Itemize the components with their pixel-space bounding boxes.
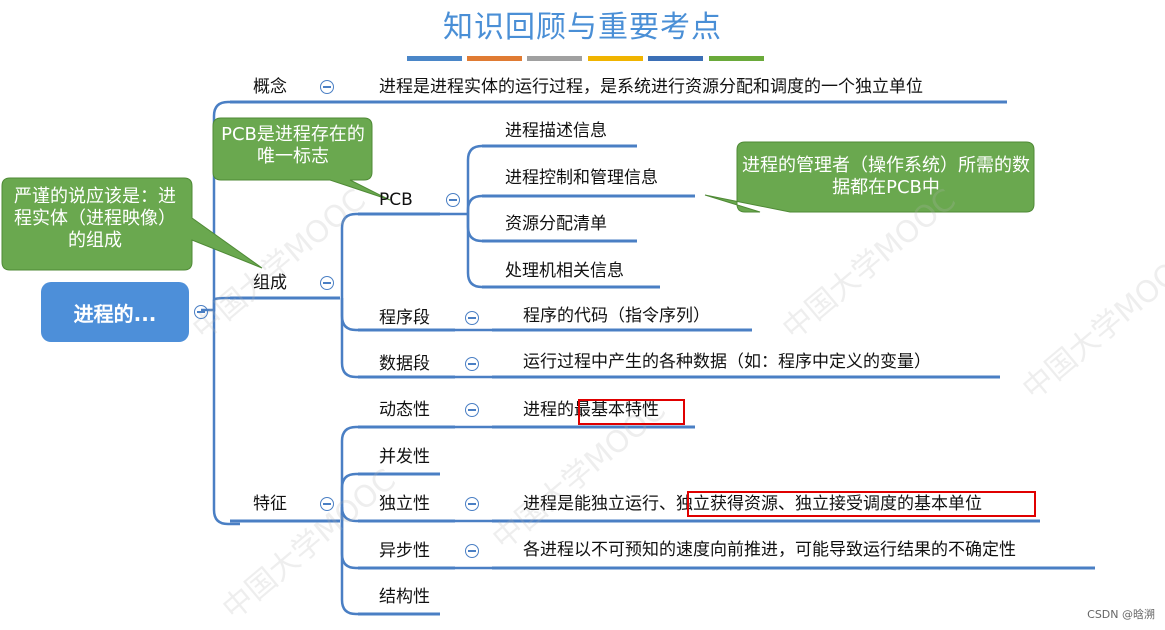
root-node[interactable]: 进程的... — [41, 282, 189, 342]
branch-curve — [466, 214, 483, 243]
branch-curve — [340, 298, 358, 332]
highlight-box — [578, 399, 685, 425]
highlight-box — [687, 491, 1036, 517]
pcb-item[interactable]: 处理机相关信息 — [505, 261, 624, 281]
callout-pcb-manager: 进程的管理者（操作系统）所需的数据都在PCB中 — [742, 155, 1030, 198]
collapse-icon[interactable] — [320, 497, 334, 511]
feature-independent-detail[interactable]: 进程是能独立运行、独立获得资源、独立接受调度的基本单位 — [523, 494, 982, 514]
collapse-icon[interactable] — [446, 193, 460, 207]
data-segment-detail[interactable]: 运行过程中产生的各种数据（如：程序中定义的变量） — [523, 352, 931, 372]
collapse-icon[interactable] — [320, 80, 334, 94]
branch-curve — [212, 310, 240, 526]
feature-dynamic-detail[interactable]: 进程的最基本特性 — [523, 400, 659, 420]
dynamic-detail-prefix: 进程的 — [523, 400, 574, 420]
concept-detail[interactable]: 进程是进程实体的运行过程，是系统进行资源分配和调度的一个独立单位 — [379, 77, 923, 97]
pcb-label[interactable]: PCB — [379, 190, 413, 210]
independent-detail-prefix: 进程是能独立运行、 — [523, 494, 676, 514]
collapse-icon[interactable] — [194, 305, 208, 319]
feature-independent-label[interactable]: 独立性 — [379, 494, 430, 514]
collapse-icon[interactable] — [465, 403, 479, 417]
branch-curve — [340, 425, 358, 521]
feature-async-detail[interactable]: 各进程以不可预知的速度向前推进，可能导致运行结果的不确定性 — [523, 540, 1016, 560]
callout-pcb-sign-shape — [212, 117, 391, 201]
callout-strict-composition: 严谨的说应该是：进程实体（进程映像）的组成 — [14, 186, 176, 251]
feature-concurrent-label[interactable]: 并发性 — [379, 447, 430, 467]
title-stripe — [709, 56, 764, 61]
collapse-icon[interactable] — [320, 276, 334, 290]
branch-curve — [340, 212, 358, 298]
branch-curve — [340, 506, 358, 523]
title-stripe — [648, 56, 703, 61]
branch-curve — [340, 521, 358, 616]
branch-curve — [466, 194, 483, 214]
independent-detail-highlight: 独立获得资源、独立接受调度的基本单位 — [676, 494, 982, 514]
pcb-item[interactable]: 资源分配清单 — [505, 214, 607, 234]
collapse-icon[interactable] — [465, 357, 479, 371]
branch-curve — [201, 296, 240, 312]
branch-features-label[interactable]: 特征 — [253, 494, 287, 514]
callout-strict-shape — [1, 177, 263, 271]
program-segment-detail[interactable]: 程序的代码（指令序列） — [523, 306, 710, 326]
branch-curve — [466, 214, 483, 289]
title-stripe — [407, 56, 462, 61]
feature-async-label[interactable]: 异步性 — [379, 541, 430, 561]
callout-pcb-sign: PCB是进程存在的唯一标志 — [221, 124, 365, 167]
pcb-item[interactable]: 进程描述信息 — [505, 121, 607, 141]
dynamic-detail-highlight: 最基本特性 — [574, 400, 659, 420]
page-title: 知识回顾与重要考点 — [443, 10, 722, 45]
feature-structural-label[interactable]: 结构性 — [379, 587, 430, 607]
callout-manager-shape — [704, 141, 1035, 213]
pcb-item[interactable]: 进程控制和管理信息 — [505, 168, 658, 188]
branch-composition-label[interactable]: 组成 — [253, 273, 287, 293]
branch-concept-label[interactable]: 概念 — [253, 77, 287, 97]
program-segment-label[interactable]: 程序段 — [379, 308, 430, 328]
branch-curve — [466, 144, 483, 214]
feature-dynamic-label[interactable]: 动态性 — [379, 400, 430, 420]
title-stripe — [588, 56, 643, 61]
branch-curve — [212, 100, 240, 310]
branch-curve — [340, 298, 358, 379]
collapse-icon[interactable] — [465, 311, 479, 325]
collapse-icon[interactable] — [465, 497, 479, 511]
footer-credit: CSDN @晗溯 — [1087, 608, 1155, 621]
title-stripe — [527, 56, 582, 61]
data-segment-label[interactable]: 数据段 — [379, 354, 430, 374]
branch-curve — [340, 472, 358, 521]
title-stripe — [467, 56, 522, 61]
collapse-icon[interactable] — [465, 544, 479, 558]
